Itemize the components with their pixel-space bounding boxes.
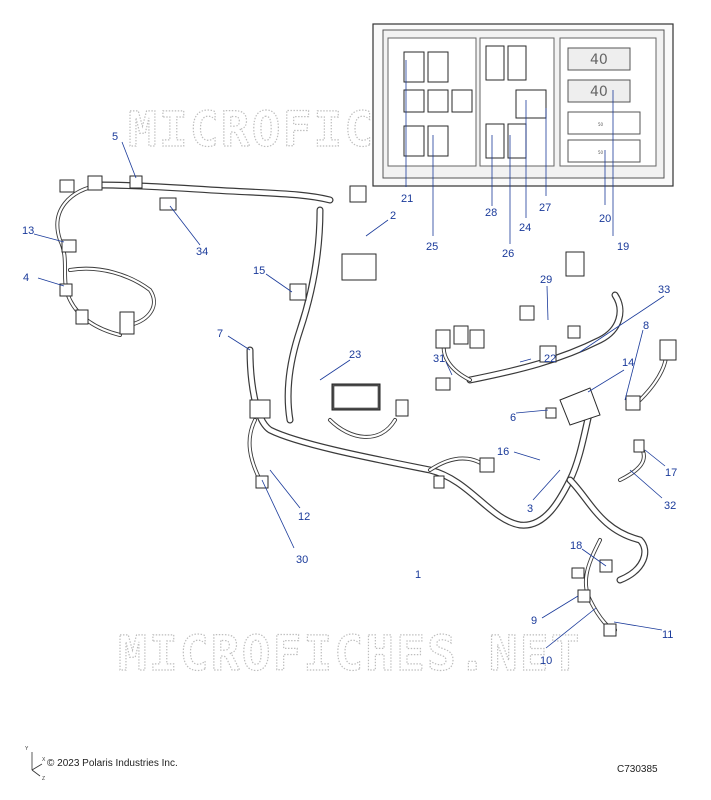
relay-group-middle (485, 45, 547, 159)
callout-17: 17 (665, 467, 677, 479)
drawing-code: C730385 (617, 764, 658, 775)
callout-16: 16 (497, 446, 509, 458)
callout-33: 33 (658, 284, 670, 296)
callout-9: 9 (531, 615, 537, 627)
callout-24: 24 (519, 222, 531, 234)
axis-x-label: X (42, 757, 46, 763)
fuse-box-inset: 40 40 50 50 (372, 23, 674, 187)
callout-32: 32 (664, 500, 676, 512)
callout-1: 1 (415, 569, 421, 581)
axis-z-label: Z (42, 776, 45, 782)
callout-26: 26 (502, 248, 514, 260)
callout-18: 18 (570, 540, 582, 552)
axis-triad-icon: Y X Z (25, 746, 46, 782)
fuse-rating-2: 40 (590, 84, 608, 100)
callout-3: 3 (527, 503, 533, 515)
callout-15: 15 (253, 265, 265, 277)
callout-13: 13 (22, 225, 34, 237)
callout-22: 22 (544, 353, 556, 365)
main-harness (96, 181, 649, 584)
callout-28: 28 (485, 207, 497, 219)
copyright-text: © 2023 Polaris Industries Inc. (47, 758, 178, 769)
callout-4: 4 (23, 272, 29, 284)
connectors (59, 175, 677, 637)
relay-group-left (403, 51, 473, 157)
callout-34: 34 (196, 246, 208, 258)
axis-y-label: Y (25, 746, 29, 752)
callout-20: 20 (599, 213, 611, 225)
callout-7: 7 (217, 328, 223, 340)
watermark-bottom: MICROFICHES.NET (118, 626, 581, 682)
callout-29: 29 (540, 274, 552, 286)
callout-8: 8 (643, 320, 649, 332)
callout-19: 19 (617, 241, 629, 253)
maxi-fuse-group: 40 40 50 50 (567, 47, 641, 163)
callout-30: 30 (296, 554, 308, 566)
fuse-rating-3: 50 (598, 122, 604, 127)
callout-12: 12 (298, 511, 310, 523)
leader-lines (33, 60, 666, 649)
callouts: 1 2 3 4 5 6 7 8 9 10 11 12 13 14 15 16 1… (22, 131, 677, 667)
callout-23: 23 (349, 349, 361, 361)
callout-31: 31 (433, 353, 445, 365)
callout-6: 6 (510, 412, 516, 424)
callout-11: 11 (662, 629, 673, 641)
callout-25: 25 (426, 241, 438, 253)
fuse-rating-4: 50 (598, 150, 604, 155)
callout-5: 5 (112, 131, 118, 143)
callout-2: 2 (390, 210, 396, 222)
callout-14: 14 (622, 357, 634, 369)
callout-27: 27 (539, 202, 551, 214)
fuse-rating-1: 40 (590, 52, 608, 68)
callout-21: 21 (401, 193, 413, 205)
callout-10: 10 (540, 655, 552, 667)
